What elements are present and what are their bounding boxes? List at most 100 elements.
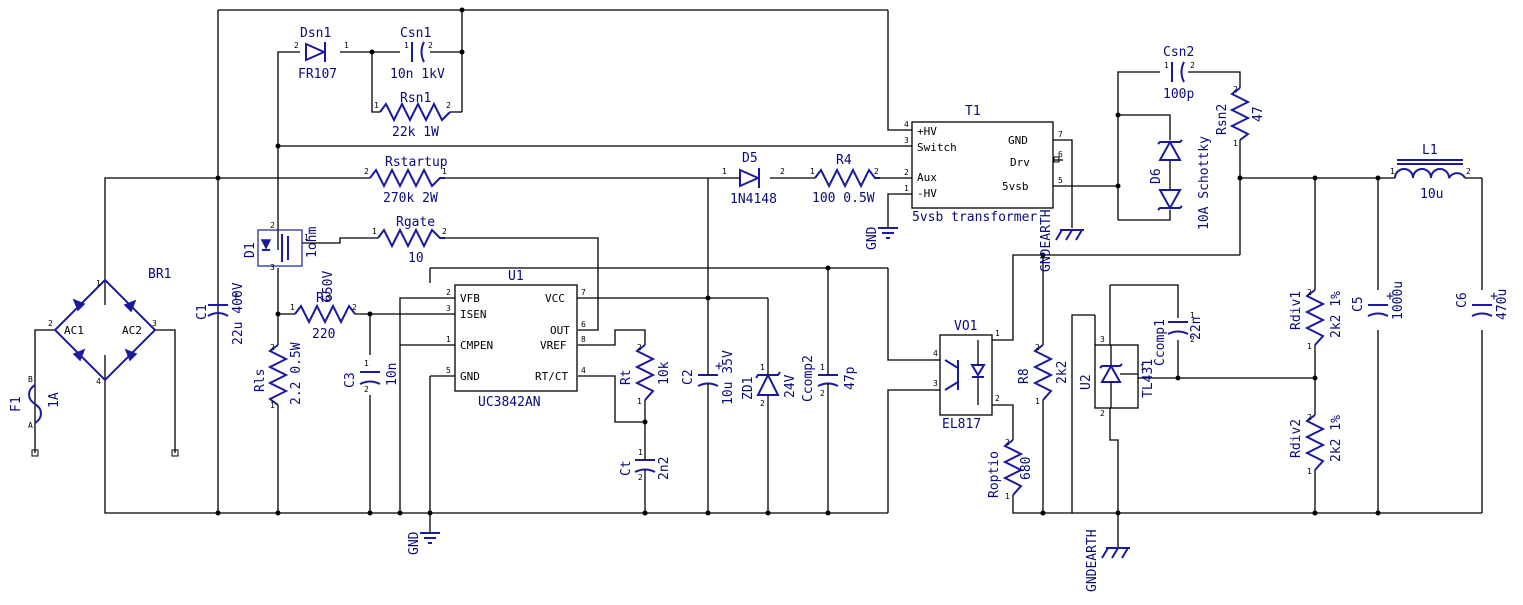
R4-value: 100 0.5W [812, 191, 875, 206]
Csn1-ref: Csn1 [400, 26, 431, 41]
capacitor-C6: + C6 470u [1455, 289, 1510, 320]
svg-text:1: 1 [96, 279, 101, 288]
U1-VCC: VCC [545, 292, 565, 305]
mosfet-D1: 213 D1 1ohm 650V [243, 221, 336, 302]
T1-Drv: Drv [1010, 156, 1030, 169]
svg-text:3: 3 [270, 263, 275, 272]
D1-ref: D1 [243, 242, 258, 258]
Rsn2-value: 47 [1251, 106, 1266, 122]
Ccomp2-value: 47p [843, 366, 858, 390]
svg-text:1: 1 [290, 303, 295, 312]
Ccomp1-ref: Ccomp1 [1153, 319, 1168, 366]
Rdiv2-ref: Rdiv2 [1289, 419, 1304, 458]
Rt-ref: Rt [619, 369, 634, 385]
T1-Aux: Aux [917, 171, 937, 184]
Roptio-value: 680 [1019, 457, 1034, 480]
transformer-T1: T1 +HV Switch Aux -HV GND Drv 5vsb 5vsb … [904, 104, 1063, 225]
R8-value: 2k2 [1055, 361, 1070, 384]
gnd-symbol-bottom: GND [407, 513, 440, 555]
C6-value: 470u [1495, 289, 1510, 320]
C6-ref: C6 [1455, 292, 1470, 308]
svg-text:1: 1 [364, 359, 369, 368]
svg-text:1: 1 [372, 227, 377, 236]
resistor-Rdiv2: 21 Rdiv2 2k2 1% [1289, 413, 1344, 476]
resistor-Rdiv1: 21 Rdiv1 2k2 1% [1289, 288, 1344, 351]
U1-VREF: VREF [540, 339, 567, 352]
svg-text:7: 7 [1058, 130, 1063, 139]
svg-text:1: 1 [820, 363, 825, 372]
resistor-Rls: 21 Rls 2.2 0.5W [253, 342, 304, 410]
svg-text:2: 2 [270, 343, 275, 352]
junctions [215, 7, 1381, 516]
U1-GND: GND [460, 370, 480, 383]
svg-text:4: 4 [581, 366, 586, 375]
F1-value: 1A [47, 392, 62, 408]
C1-value: 22u 400V [231, 282, 246, 345]
Rt-value: 10k [657, 361, 672, 385]
C1-ref: C1 [195, 304, 210, 320]
resistor-Roptio: 21 Roptio 680 [987, 438, 1034, 501]
U2-value: TL431 [1141, 359, 1156, 398]
svg-text:2: 2 [364, 385, 369, 394]
svg-text:2: 2 [820, 389, 825, 398]
capacitor-C1: + C1 22u 400V [195, 282, 246, 345]
R3-value: 220 [312, 327, 335, 342]
svg-text:1: 1 [1190, 311, 1195, 320]
svg-text:4: 4 [96, 377, 101, 386]
svg-text:2: 2 [442, 227, 447, 236]
svg-text:2: 2 [904, 168, 909, 177]
C3-ref: C3 [343, 372, 358, 388]
svg-text:1: 1 [1307, 467, 1312, 476]
svg-text:1: 1 [1390, 167, 1395, 176]
Rstartup-value: 270k 2W [383, 191, 438, 206]
svg-text:5: 5 [1058, 176, 1063, 185]
BR1-AC2: AC2 [122, 324, 142, 337]
svg-text:7: 7 [581, 288, 586, 297]
svg-text:+: + [1386, 289, 1394, 304]
T1-negHV: -HV [917, 187, 937, 200]
VO1-ref: VO1 [954, 319, 977, 334]
U1-RTCT: RT/CT [535, 370, 568, 383]
gnd-label-bottom: GND [407, 531, 422, 555]
svg-text:2: 2 [1307, 288, 1312, 297]
svg-text:+: + [1490, 289, 1498, 304]
D5-ref: D5 [742, 151, 758, 166]
svg-text:1: 1 [810, 167, 815, 176]
resistor-Rt: 21 Rt 10k [619, 343, 672, 406]
BR1-ref: BR1 [148, 267, 171, 282]
svg-text:2: 2 [1190, 61, 1195, 70]
U1-ISEN: ISEN [460, 308, 487, 321]
svg-text:2: 2 [270, 221, 275, 230]
Rstartup-ref: Rstartup [385, 155, 448, 170]
VO1-value: EL817 [942, 417, 981, 432]
T1-ref: T1 [965, 104, 981, 119]
svg-text:6: 6 [581, 320, 586, 329]
svg-text:2: 2 [1190, 335, 1195, 344]
resistor-R8: 21 R8 2k2 [1017, 343, 1070, 406]
capacitor-Ct: 12 Ct 2n2 [619, 445, 672, 482]
svg-text:+: + [232, 289, 240, 304]
D6-ref: D6 [1149, 168, 1164, 184]
svg-text:1: 1 [442, 167, 447, 176]
gndearth-symbol-bottom: GNDEARTH [1085, 529, 1130, 592]
svg-text:3: 3 [904, 136, 909, 145]
Rdiv1-value: 2k2 1% [1329, 291, 1344, 338]
svg-text:2: 2 [780, 167, 785, 176]
svg-text:1: 1 [904, 184, 909, 193]
diode-D6: D6 10A Schottky [1149, 136, 1212, 230]
svg-text:2: 2 [428, 41, 433, 50]
D1-value: 1ohm [305, 227, 320, 258]
svg-text:5: 5 [446, 366, 451, 375]
svg-text:1: 1 [722, 167, 727, 176]
svg-text:2: 2 [1307, 413, 1312, 422]
svg-text:2: 2 [364, 167, 369, 176]
T1-Switch: Switch [917, 141, 957, 154]
regulator-U2: 312 U2 TL431 [1079, 315, 1156, 418]
